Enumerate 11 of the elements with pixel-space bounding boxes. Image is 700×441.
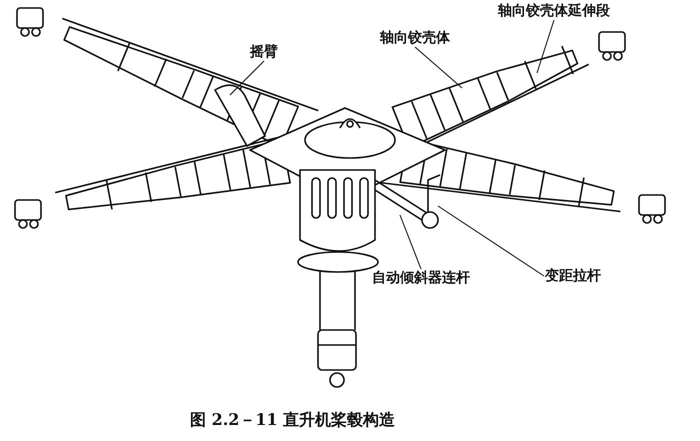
leader-line (414, 46, 462, 88)
figure-caption: 图 2.2－11 直升机桨毂构造 (190, 410, 396, 431)
part-label: 轴向铰壳体延伸段 (498, 3, 610, 19)
leader-line (536, 20, 554, 74)
leader-line (400, 214, 422, 270)
part-label: 摇臂 (250, 44, 278, 60)
part-label: 变距拉杆 (545, 268, 601, 284)
leader-line (438, 206, 544, 276)
part-label: 轴向铰壳体 (380, 30, 450, 46)
leader-line (230, 60, 264, 96)
part-label: 自动倾斜器连杆 (372, 270, 470, 286)
